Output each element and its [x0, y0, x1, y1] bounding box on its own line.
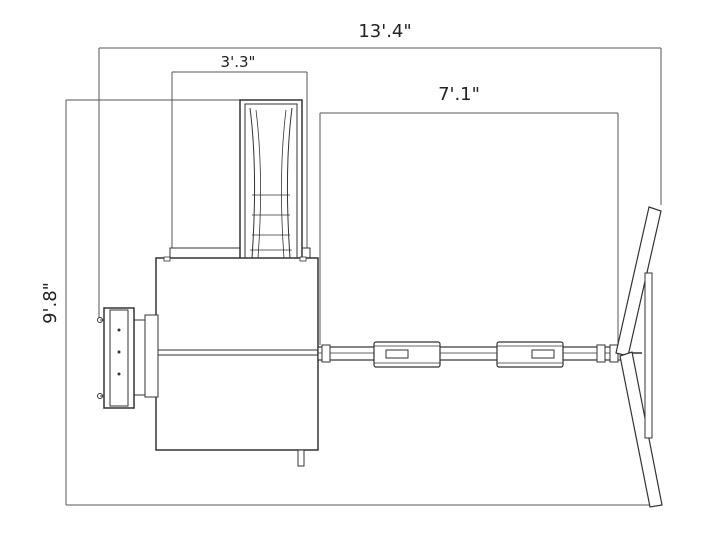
ladder	[97, 307, 159, 409]
overall-width-label: 13'.4"	[358, 21, 411, 42]
overall-depth-label: 9'.8"	[40, 282, 61, 324]
dimension-overall-depth	[65, 99, 660, 506]
dimension-swing-beam	[319, 112, 619, 345]
swing-beam	[317, 344, 642, 363]
a-frame	[615, 206, 663, 508]
slide	[169, 99, 311, 263]
main-deck	[155, 256, 319, 467]
dimension-slide-width	[171, 71, 308, 255]
slide-width-label: 3'.3"	[221, 53, 256, 71]
swing-beam-label: 7'.1"	[438, 84, 480, 105]
swing-seat-2	[496, 341, 564, 368]
swing-seat-1	[373, 341, 441, 368]
dimension-overall-width	[98, 47, 662, 318]
